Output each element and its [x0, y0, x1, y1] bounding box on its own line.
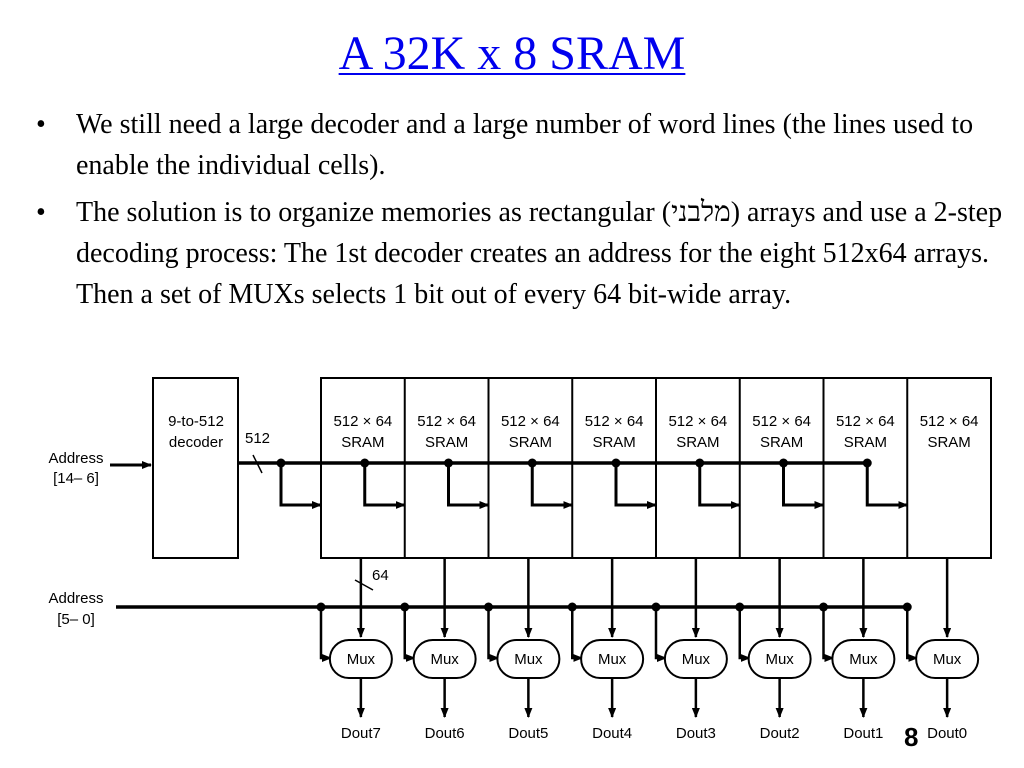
- enable-line: [865, 463, 909, 509]
- address-low-label-line2: [5– 0]: [57, 611, 95, 628]
- bullet-item: • We still need a large decoder and a la…: [32, 104, 1012, 186]
- address-high-label-line2: [14– 6]: [53, 470, 99, 487]
- select-line: [487, 607, 500, 662]
- bullet-dot: •: [36, 197, 46, 228]
- bullet-text: We still need a large decoder and a larg…: [76, 109, 974, 181]
- address-low-label-line1: Address: [48, 590, 103, 607]
- decoder-label-line2: decoder: [169, 434, 223, 451]
- mux-label: Mux: [849, 651, 878, 668]
- sram-block-label-line2: SRAM: [341, 434, 384, 451]
- sram-block-label-line2: SRAM: [760, 434, 803, 451]
- enable-line: [279, 463, 322, 509]
- bullet-text-part: ) arrays and use a 2-step decoding proce…: [76, 197, 1003, 310]
- bus-width-slash: [252, 454, 263, 474]
- decoder-label-line1: 9-to-512: [168, 413, 224, 430]
- mux-label: Mux: [765, 651, 794, 668]
- sram-block-label-line2: SRAM: [425, 434, 468, 451]
- sram-block-label-line2: SRAM: [509, 434, 552, 451]
- sram-block-label-line2: SRAM: [927, 434, 970, 451]
- sram-block-label-line1: 512 × 64: [417, 413, 476, 430]
- mux-label: Mux: [430, 651, 459, 668]
- output-label: Dout1: [843, 725, 883, 742]
- output-label: Dout5: [508, 725, 548, 742]
- output-label: Dout3: [676, 725, 716, 742]
- mux-label: Mux: [514, 651, 543, 668]
- decoder-box: [152, 377, 239, 559]
- sram-block-label-line1: 512 × 64: [333, 413, 392, 430]
- sram-block-label-line1: 512 × 64: [501, 413, 560, 430]
- enable-line: [530, 463, 574, 509]
- data-width-label: 64: [372, 567, 389, 584]
- output-label: Dout0: [927, 725, 967, 742]
- bullet-text-part: The solution is to organize memories as …: [76, 197, 672, 228]
- sram-block-label-line1: 512 × 64: [668, 413, 727, 430]
- bullet-item: • The solution is to organize memories a…: [32, 192, 1012, 315]
- mux-label: Mux: [598, 651, 627, 668]
- select-line: [571, 607, 584, 662]
- mux-label: Mux: [347, 651, 376, 668]
- sram-block-label-line1: 512 × 64: [836, 413, 895, 430]
- sram-block-label-line1: 512 × 64: [752, 413, 811, 430]
- sram-block-label-line1: 512 × 64: [585, 413, 644, 430]
- output-label: Dout6: [425, 725, 465, 742]
- output-label: Dout4: [592, 725, 632, 742]
- select-line: [403, 607, 416, 662]
- bus-width-label: 512: [245, 430, 270, 447]
- mux-label: Mux: [682, 651, 711, 668]
- page-number: 8: [904, 722, 919, 752]
- bullet-list: • We still need a large decoder and a la…: [32, 104, 1012, 321]
- select-line: [822, 607, 835, 662]
- enable-line: [614, 463, 657, 509]
- slide-title: A 32K x 8 SRAM: [338, 27, 686, 80]
- output-label: Dout2: [760, 725, 800, 742]
- sram-block-label-line1: 512 × 64: [920, 413, 979, 430]
- enable-line: [782, 463, 825, 509]
- output-label: Dout7: [341, 725, 381, 742]
- select-line: [906, 607, 919, 662]
- enable-line: [447, 463, 490, 509]
- select-line: [319, 607, 332, 662]
- bullet-dot: •: [36, 109, 46, 140]
- enable-line: [698, 463, 741, 509]
- data-width-slash: [354, 579, 374, 591]
- sram-block-label-line2: SRAM: [844, 434, 887, 451]
- enable-line: [363, 463, 406, 509]
- hebrew-word: מלבני: [671, 197, 731, 228]
- sram-block-label-line2: SRAM: [676, 434, 719, 451]
- address-high-label-line1: Address: [48, 450, 103, 467]
- select-line: [738, 607, 751, 662]
- sram-block-label-line2: SRAM: [592, 434, 635, 451]
- mux-label: Mux: [933, 651, 962, 668]
- select-line: [654, 607, 667, 662]
